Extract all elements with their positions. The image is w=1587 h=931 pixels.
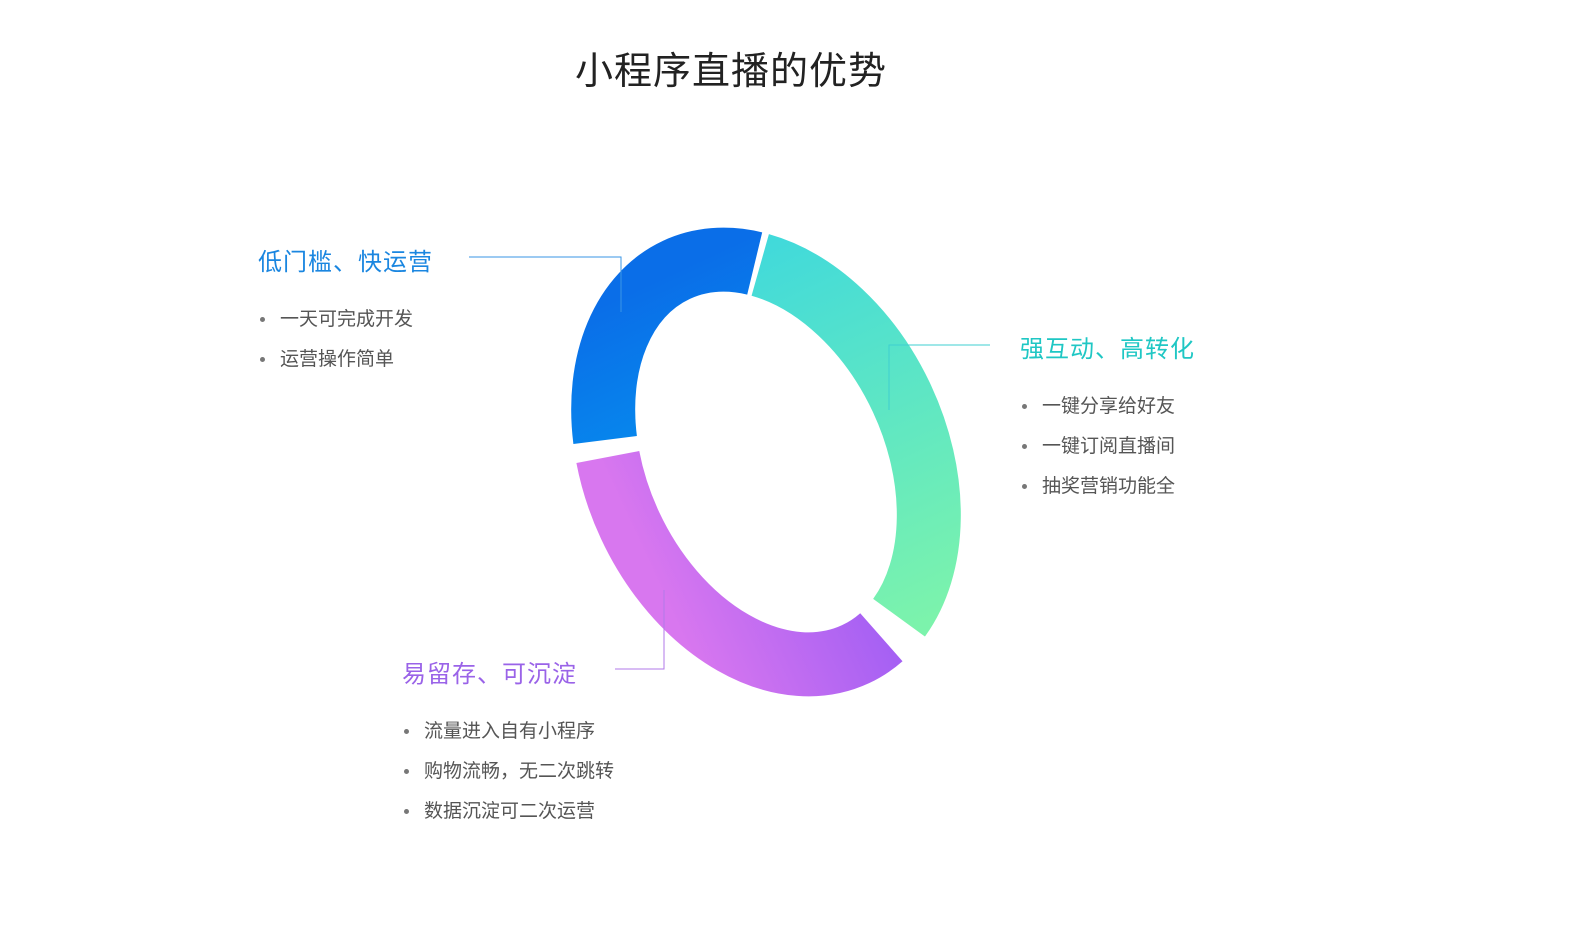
connector-line-green xyxy=(888,344,990,410)
section-retention: 易留存、可沉淀 流量进入自有小程序 购物流畅，无二次跳转 数据沉淀可二次运营 xyxy=(402,654,614,831)
ring-segment-green xyxy=(571,227,961,697)
ring-segment-purple xyxy=(571,227,961,697)
list-item: 抽奖营销功能全 xyxy=(1020,466,1195,506)
section-interaction: 强互动、高转化 一键分享给好友 一键订阅直播间 抽奖营销功能全 xyxy=(1020,329,1195,506)
section-heading: 强互动、高转化 xyxy=(1020,335,1195,363)
list-item: 一天可完成开发 xyxy=(258,299,433,339)
connector-line-blue xyxy=(469,256,622,312)
list-item: 运营操作简单 xyxy=(258,339,433,379)
page-title: 小程序直播的优势 xyxy=(574,49,887,93)
ring-segment-blue xyxy=(571,227,961,697)
list-item: 数据沉淀可二次运营 xyxy=(402,791,614,831)
list-item: 一键订阅直播间 xyxy=(1020,426,1195,466)
section-heading: 易留存、可沉淀 xyxy=(402,660,577,688)
section-low-threshold: 低门槛、快运营 一天可完成开发 运营操作简单 xyxy=(258,242,433,379)
connector-line-purple xyxy=(615,590,665,670)
list-item: 一键分享给好友 xyxy=(1020,386,1195,426)
list-item: 流量进入自有小程序 xyxy=(402,711,614,751)
list-item: 购物流畅，无二次跳转 xyxy=(402,751,614,791)
section-heading: 低门槛、快运营 xyxy=(258,248,433,276)
